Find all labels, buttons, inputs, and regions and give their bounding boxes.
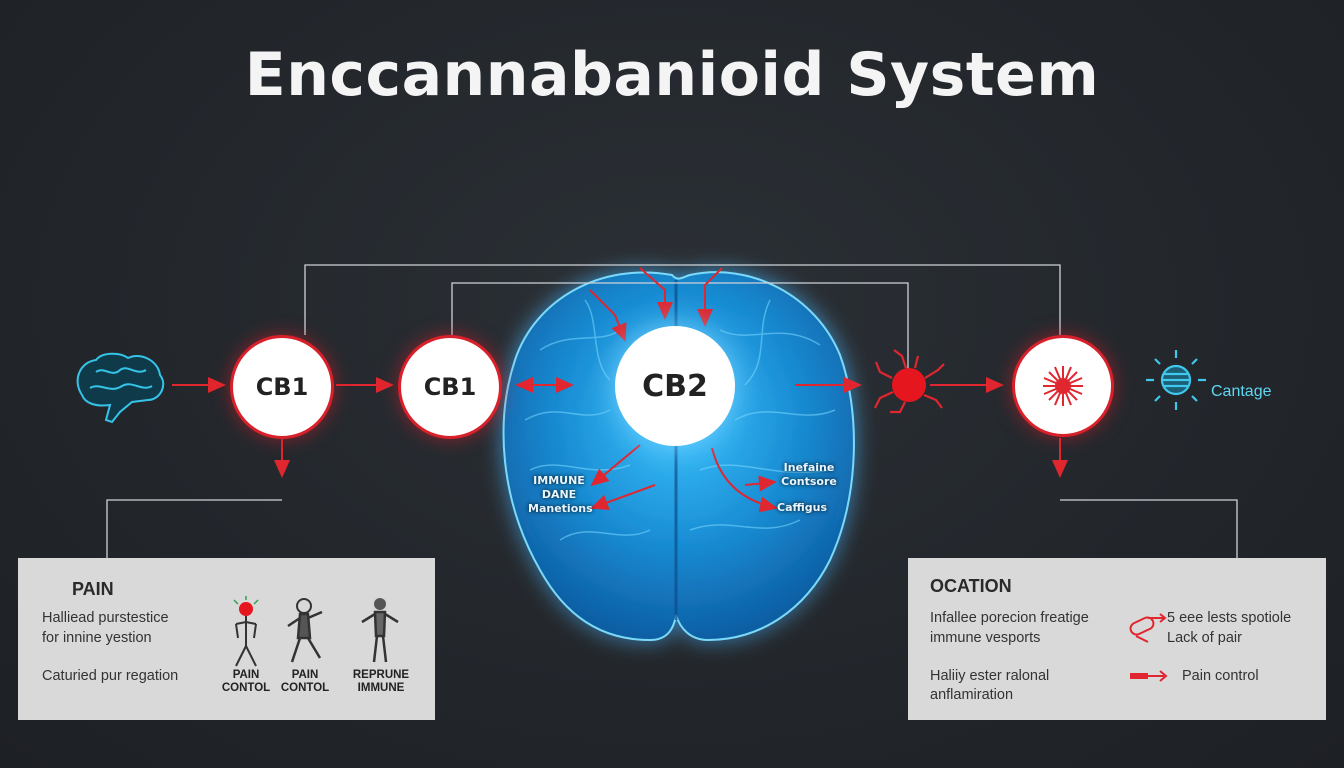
figure-label-2-line-1: PAIN: [291, 669, 319, 681]
ocation-panel: OCATION Infallee porecion freatige immun…: [908, 558, 1326, 720]
figure-label-3: REPRUNE IMMUNE: [346, 669, 416, 695]
ocation-line-1: Infallee porecion freatige: [930, 610, 1089, 626]
brain-label-left: IMMUNE DANE Manetions: [528, 474, 593, 516]
ocation-heading: OCATION: [930, 576, 1012, 596]
brain-label-manetions: Manetions: [528, 502, 593, 515]
ocation-line-4: anflamiration: [930, 687, 1014, 703]
pain-line-3: Caturied pur regation: [42, 668, 179, 684]
legend-1-line-1: 5 eee lests spotiole: [1167, 610, 1292, 626]
arrow-brain-inner-left: [589, 289, 627, 342]
figure-label-2-line-2: CONTOL: [280, 682, 330, 694]
central-brain: [502, 271, 855, 642]
starburst-icon: [1043, 366, 1083, 406]
figure-dancing-icon: [287, 598, 323, 663]
small-brain-icon: [76, 352, 165, 424]
pain-panel: PAIN Halliead purstestice for innine yes…: [18, 558, 435, 720]
figure-label-1-line-1: PAIN: [232, 669, 260, 681]
pain-heading: PAIN: [72, 579, 114, 599]
arrow-top-right-into-brain: [697, 267, 723, 327]
figure-pain-icon: [233, 596, 259, 667]
target-node: [1012, 335, 1114, 437]
arrow-to-contsore-label: [744, 475, 777, 492]
cb2-label: CB2: [642, 368, 708, 404]
ocation-line-2: immune vesports: [930, 630, 1041, 646]
brain-label-right-top: Inefaine Contsore: [776, 461, 842, 489]
brain-label-dane: DANE: [541, 488, 577, 501]
figure-label-1: PAIN CONTOL: [211, 669, 281, 695]
brain-label-caffigus: Caffigus: [777, 501, 828, 514]
cb1-right-label: CB1: [423, 373, 477, 401]
arrow-to-immune-label-2: [590, 484, 656, 511]
cb1-right-node: CB1: [398, 335, 502, 439]
legend-2-line-1: Pain control: [1182, 668, 1259, 684]
sun-signal-icon: [1146, 350, 1206, 410]
cb2-node: CB2: [615, 326, 735, 446]
brain-label-contsore: Contsore: [781, 475, 837, 488]
brain-label-immune: IMMUNE: [533, 474, 585, 487]
capsule-arrow-icon: [1129, 613, 1167, 643]
arrow-top-left-into-brain: [639, 267, 673, 320]
arrow-to-immune-label-1: [590, 444, 641, 487]
page-title: Enccannabanioid System: [244, 40, 1100, 110]
pain-line-1: Halliead purstestice: [42, 610, 169, 626]
brain-label-inefaine: Inefaine: [783, 461, 835, 474]
figure-label-1-line-2: CONTOL: [221, 682, 271, 694]
arrow-to-caffigus-label: [711, 447, 778, 513]
ocation-line-3: Haliiy ester ralonal: [930, 668, 1050, 684]
figure-stand-icon: [361, 598, 399, 663]
cantage-label: Cantage: [1211, 383, 1272, 400]
cell-receptor-icon: [874, 349, 945, 414]
legend-1-line-2: Lack of pair: [1167, 630, 1242, 646]
figure-label-3-line-2: IMMUNE: [357, 682, 405, 694]
pain-line-2: for innine yestion: [42, 630, 152, 646]
figure-label-3-line-1: REPRUNE: [352, 669, 410, 681]
cb1-left-node: CB1: [230, 335, 334, 439]
connector-lines: [106, 264, 1238, 558]
figure-label-2: PAIN CONTOL: [270, 669, 340, 695]
cb1-left-label: CB1: [255, 373, 309, 401]
red-arrow-icon: [1130, 670, 1168, 682]
